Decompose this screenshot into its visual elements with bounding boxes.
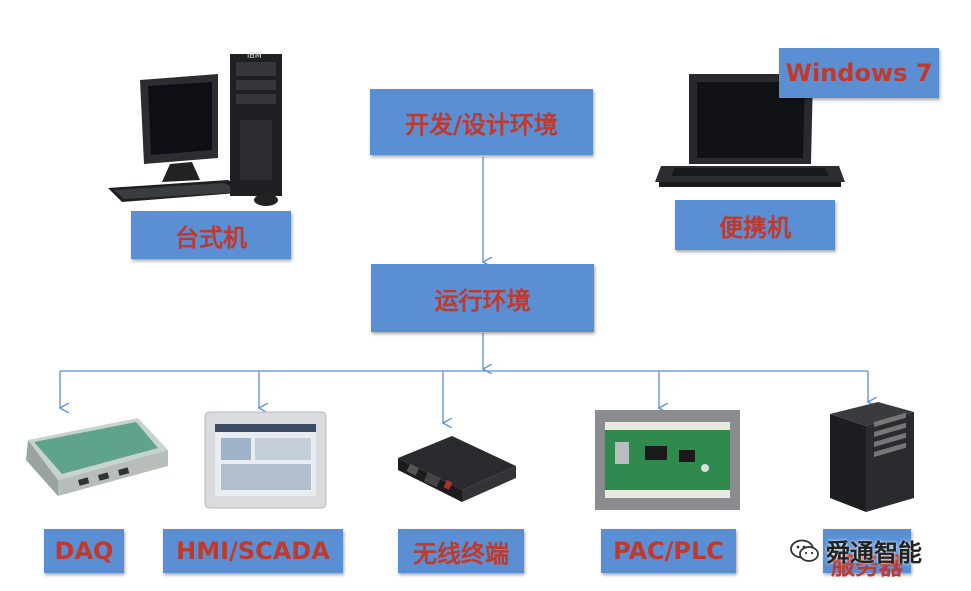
- wireless-label: 无线终端: [413, 539, 509, 568]
- watermark-text: 舜通智能: [826, 539, 922, 567]
- daq-box: DAQ: [44, 529, 124, 573]
- wireless-terminal-image: [398, 436, 516, 502]
- daq-label: DAQ: [54, 537, 114, 565]
- dev-environment-label: 开发/设计环境: [405, 110, 558, 139]
- svg-text:IBM: IBM: [247, 51, 262, 60]
- watermark: 舜通智能: [790, 533, 922, 568]
- hmi-box: HMI/SCADA: [163, 529, 343, 573]
- run-environment-box: 运行环境: [371, 264, 594, 332]
- pac-box: PAC/PLC: [601, 529, 736, 573]
- laptop-label: 便携机: [719, 213, 791, 242]
- wireless-box: 无线终端: [398, 529, 524, 573]
- server-label: 服务器: [831, 552, 903, 580]
- daq-device-image: [26, 418, 168, 496]
- server-tower-image: [830, 402, 914, 512]
- laptop-box: 便携机: [675, 200, 835, 250]
- pac-board-image: [595, 410, 740, 510]
- hmi-panel-image: [204, 411, 327, 509]
- dev-environment-box: 开发/设计环境: [370, 89, 593, 155]
- desktop-label: 台式机: [175, 223, 247, 252]
- desktop-computer-image: IBM: [108, 51, 282, 206]
- run-environment-label: 运行环境: [434, 286, 531, 315]
- desktop-box: 台式机: [131, 211, 291, 259]
- windows-label: Windows 7: [785, 59, 933, 87]
- windows-box: Windows 7: [779, 48, 939, 98]
- pac-label: PAC/PLC: [613, 537, 724, 565]
- server-box: 服务器: [823, 529, 911, 580]
- wechat-icon: [790, 539, 819, 562]
- hmi-label: HMI/SCADA: [176, 537, 330, 565]
